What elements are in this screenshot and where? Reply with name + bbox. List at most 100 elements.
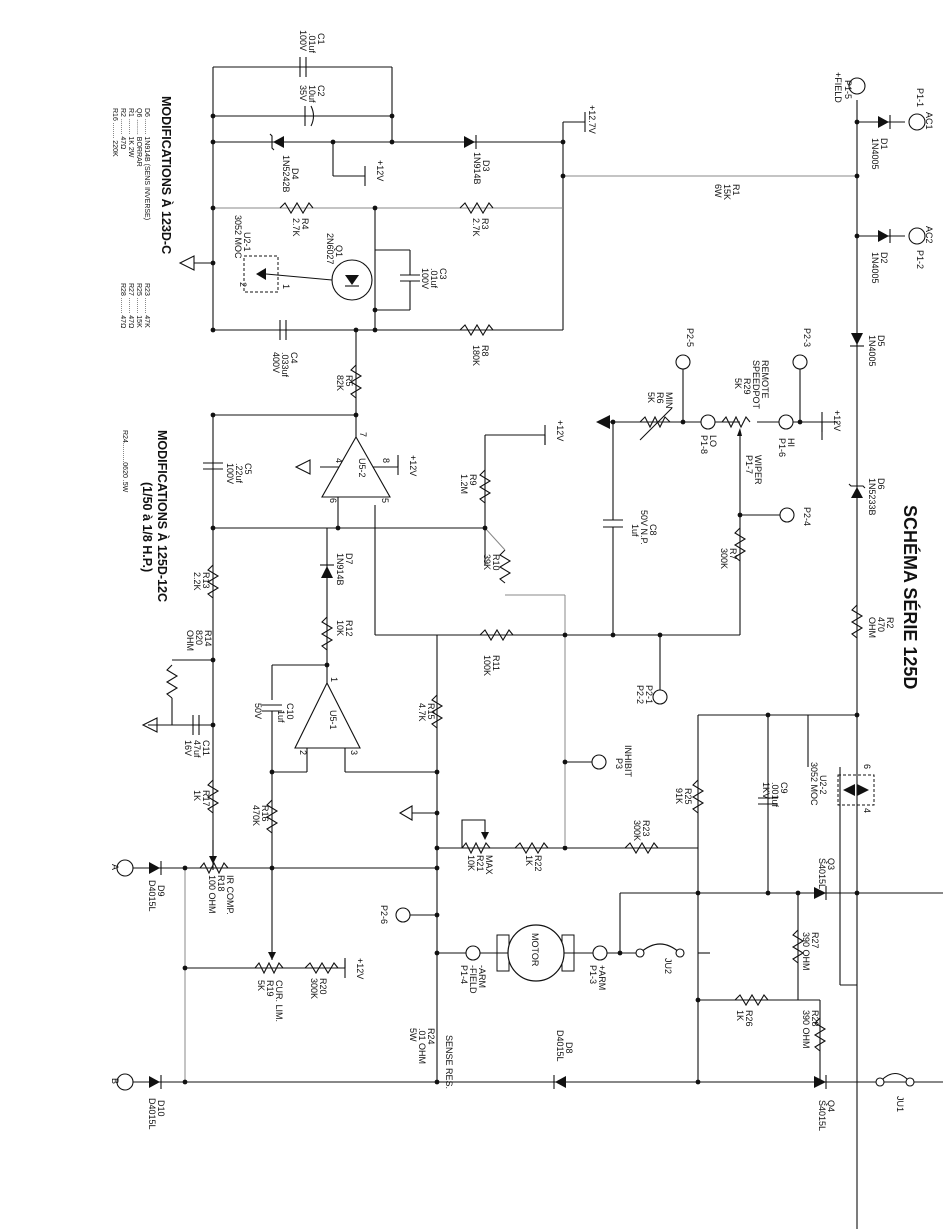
label: .22uf: [234, 463, 244, 484]
label: 1K: [735, 1010, 745, 1021]
r25-resistor-symbol: [691, 779, 705, 814]
r13-resistor-symbol: [206, 564, 220, 599]
label: +12V: [375, 160, 385, 181]
label: JU1: [895, 1096, 905, 1112]
label: D3: [481, 160, 491, 172]
label: P2-6: [379, 905, 389, 924]
label: 5K: [256, 980, 266, 991]
label: D1: [879, 138, 889, 150]
label: AC2: [924, 226, 934, 244]
label: 8: [381, 458, 391, 463]
mod-heading-hp: (1/50 à 1/8 H.P.): [140, 482, 154, 572]
d2-diode-symbol: [878, 230, 889, 242]
label: R25: [683, 788, 693, 805]
label: 400V: [271, 352, 281, 373]
r28-resistor-symbol: [813, 1017, 827, 1052]
label: IR COMP.: [225, 875, 235, 915]
label: 1N914B: [335, 553, 345, 586]
ju2-jumper: [639, 943, 681, 954]
label: 3052 MOC: [809, 762, 819, 806]
label: +12V: [832, 410, 842, 431]
label: 10K: [466, 855, 476, 871]
d5-diode-symbol: [851, 333, 863, 345]
label: 1uf: [630, 524, 640, 537]
label: R4: [300, 218, 310, 230]
label: +FIELD: [833, 72, 843, 103]
label: 470: [876, 617, 886, 632]
label: P1-4: [459, 965, 469, 984]
d4-zener-symbol: [273, 136, 284, 148]
label: 4: [334, 458, 344, 463]
label: .01 OHM: [417, 1028, 427, 1064]
label: R13: [201, 572, 211, 589]
d9-diode-symbol: [149, 862, 160, 874]
label: 6: [328, 498, 338, 503]
label: 5K: [733, 378, 743, 389]
u5-1-opamp: [294, 681, 361, 749]
label: R23: [641, 820, 651, 837]
label: 2.2K: [192, 572, 202, 591]
label: 390 OHM: [801, 1010, 811, 1049]
label: U5-2: [357, 458, 367, 478]
label: 1uf: [276, 710, 286, 723]
label: R8: [480, 345, 490, 357]
r11-resistor-symbol: [479, 628, 514, 642]
label: 50V: [253, 703, 263, 719]
label: R2: [885, 617, 895, 629]
label: OHM: [185, 630, 195, 651]
label: 180K: [471, 345, 481, 366]
label: S4015L: [817, 858, 827, 889]
label: R15: [426, 703, 436, 720]
label: 50V N.P.: [639, 510, 649, 545]
label: C9: [779, 782, 789, 794]
label: R18: [216, 875, 226, 892]
label: 100K: [482, 655, 492, 676]
label: 15K: [722, 184, 732, 200]
q3-triac-symbol: [814, 887, 826, 899]
label: R16: [260, 805, 270, 822]
r4-resistor-symbol: [279, 201, 314, 215]
label: P3: [614, 758, 624, 769]
label: CUR. LIM.: [274, 980, 284, 1022]
label: 4: [862, 808, 872, 813]
label: 1N4005: [870, 252, 880, 284]
field-pos-terminal: [848, 77, 866, 95]
label: U2-1: [242, 232, 252, 252]
mod-row: R28 ........ 47Ω: [119, 283, 126, 328]
label: C8: [648, 524, 658, 536]
r10-resistor-symbol: [498, 549, 512, 584]
label: 390 OHM: [801, 932, 811, 971]
label: 100 OHM: [207, 875, 217, 914]
label: 1N914B: [472, 152, 482, 185]
label: P2-2: [635, 685, 645, 704]
label: R19: [265, 980, 275, 997]
label: R26: [744, 1010, 754, 1027]
r15-resistor-symbol: [430, 694, 444, 729]
motor-symbol: [507, 924, 565, 982]
label: 2.7K: [291, 218, 301, 237]
label: 6: [862, 764, 872, 769]
label: D9: [156, 885, 166, 897]
r18-pot-symbol: [199, 861, 229, 875]
label: D10: [156, 1100, 166, 1117]
label: 1N5233B: [867, 478, 877, 516]
label: U5-1: [328, 710, 338, 730]
label: -ARM: [477, 965, 487, 988]
label: R24: [426, 1028, 436, 1045]
label: C5: [243, 463, 253, 475]
r8-resistor-symbol: [459, 323, 494, 337]
r2-resistor-symbol: [850, 604, 864, 639]
label: 2N6027: [325, 233, 335, 265]
label: 35V: [298, 85, 308, 101]
label: R6: [655, 392, 665, 404]
label: +ARM: [597, 965, 607, 990]
label: JU2: [663, 958, 673, 974]
label: R17: [201, 790, 211, 807]
label: +12.7V: [587, 105, 597, 134]
label: 1N4005: [870, 138, 880, 170]
label: 6W: [713, 184, 723, 198]
label: D5: [876, 335, 886, 347]
page-title: SCHÉMA SÉRIE 125D: [900, 505, 921, 689]
label: R5: [344, 375, 354, 387]
r23-resistor-symbol: [624, 841, 659, 855]
